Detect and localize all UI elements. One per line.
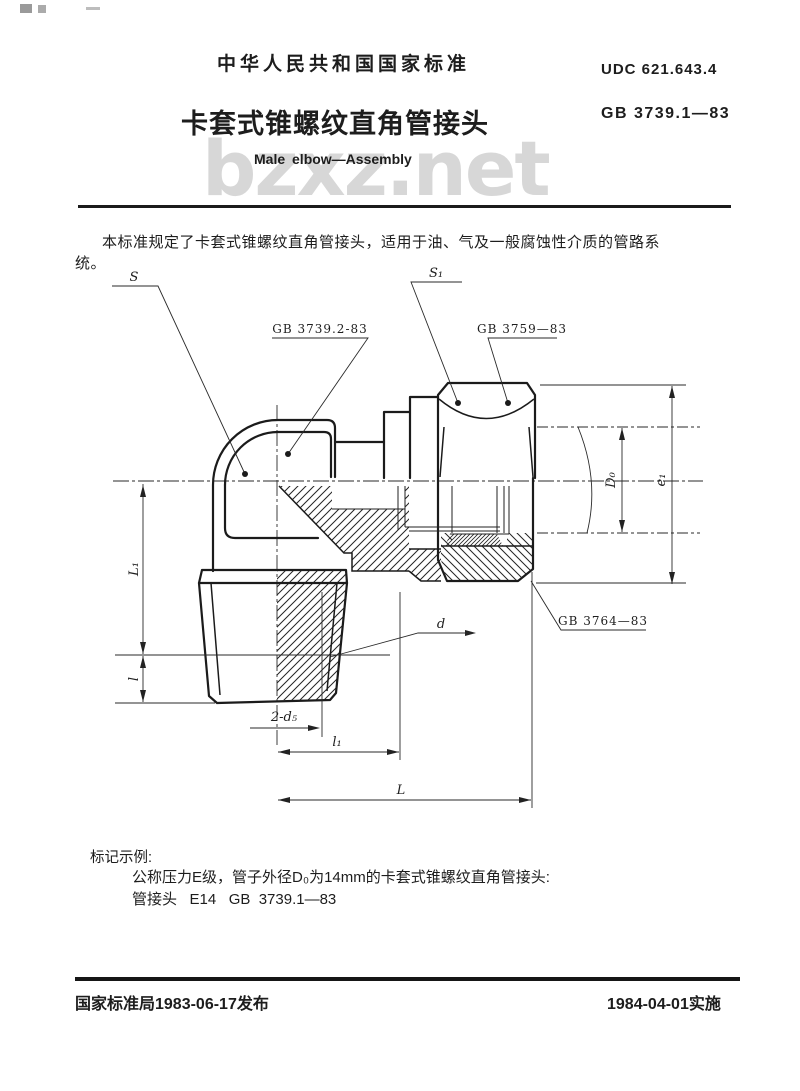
- standard-number: GB 3739.1—83: [601, 105, 731, 122]
- nut-section-hatch: [441, 533, 533, 581]
- label-d: d: [437, 617, 445, 632]
- section-break-line: [278, 485, 409, 572]
- body-foot-outline: [408, 548, 441, 582]
- marking-example-heading: 标记示例:: [90, 850, 153, 866]
- label-L1: L₁: [127, 562, 142, 577]
- nut-outline-upper: [436, 381, 537, 480]
- label-gb-body: GB 3739.2-83: [272, 322, 368, 336]
- bore-lines: [332, 486, 406, 530]
- marking-example-designation: 管接头 E14 GB 3739.1—83: [132, 891, 337, 908]
- scope-paragraph: 本标准规定了卡套式锥螺纹直角管接头，适用于油、气及一般腐蚀性介质的管路系统。: [75, 234, 661, 272]
- label-gb-ferrule: GB 3764—83: [558, 614, 648, 628]
- leader-S1: [410, 281, 462, 404]
- scan-artifact: [86, 7, 100, 10]
- footer-divider: [75, 977, 740, 981]
- udc-number: UDC 621.643.4: [601, 61, 718, 78]
- elbow-inner-profile: [223, 430, 333, 487]
- stud-steps: [382, 395, 440, 480]
- leader-dots: [242, 400, 511, 477]
- body-section-hatch: [279, 486, 409, 571]
- shoulder-outline: [197, 568, 349, 585]
- ferrule-section-hatch: [445, 534, 503, 546]
- effective-date: 1984-04-01实施: [607, 996, 721, 1013]
- elbow-outer-profile: [211, 418, 337, 573]
- part-outlines: [197, 381, 537, 705]
- marking-example-text: 公称压力E级，管子外径D₀为14mm的卡套式锥螺纹直角管接头:: [132, 869, 550, 886]
- standard-authority-title: 中华人民共和国国家标准: [217, 54, 471, 75]
- leader-lines: [112, 281, 646, 658]
- english-title: Male elbow—Assembly: [254, 151, 412, 167]
- label-2d5: 2-d₅: [270, 710, 298, 725]
- label-S1: S₁: [429, 266, 443, 281]
- technical-drawing: S S₁ GB 3739.2-83 GB 3759—83 GB 3764—83 …: [112, 266, 703, 808]
- thin-structure-lines: [332, 486, 510, 535]
- label-l1: l₁: [332, 735, 341, 750]
- label-L: L: [396, 783, 406, 798]
- label-gb-nut: GB 3759—83: [477, 322, 567, 336]
- label-S: S: [130, 270, 139, 285]
- issue-date: 国家标准局1983-06-17发布: [75, 996, 269, 1013]
- medium-lines: [210, 398, 535, 696]
- extension-lines: [115, 384, 686, 808]
- label-D0: D₀: [604, 471, 619, 488]
- nut-chamfer-curve: [438, 398, 535, 420]
- dimension-arrows: [140, 386, 675, 803]
- nut-outline-lower: [436, 476, 535, 583]
- leader-S: [112, 285, 246, 475]
- leader-gb-ferrule: [530, 580, 646, 631]
- dimension-lines: [142, 386, 673, 801]
- pipe-break-line: [577, 426, 593, 534]
- thread-root-lines: [210, 582, 338, 696]
- scan-artifact: [20, 4, 32, 13]
- leader-gb-nut: [487, 337, 557, 404]
- label-l: l: [127, 677, 142, 681]
- thread-engagement-lines: [451, 486, 510, 533]
- watermark: bzxz.net: [202, 124, 551, 213]
- centerlines: [113, 405, 703, 745]
- body-foot-hatch: [409, 549, 441, 581]
- taper-thread-outline: [197, 581, 349, 705]
- header-divider: [78, 205, 731, 208]
- label-e1: e₁: [654, 474, 669, 487]
- scan-artifact: [38, 5, 46, 13]
- leader-d: [329, 632, 474, 658]
- page-title: 卡套式锥螺纹直角管接头: [181, 109, 489, 139]
- nut-facet-lines: [439, 426, 534, 478]
- elbow-lower-profile: [223, 483, 320, 540]
- leader-gb-body: [272, 337, 369, 455]
